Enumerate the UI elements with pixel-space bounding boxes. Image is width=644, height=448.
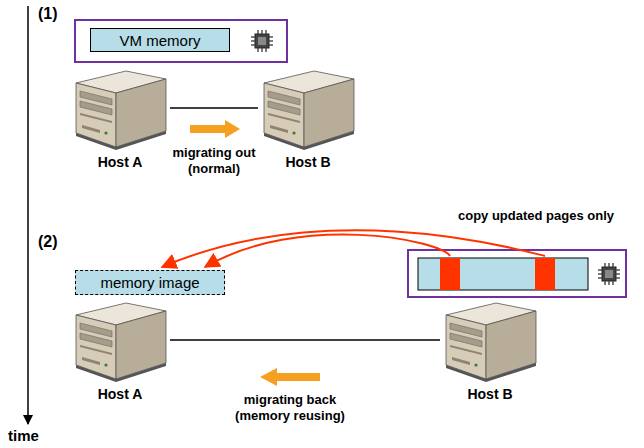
host-node: Host B <box>440 300 540 404</box>
host-node: Host A <box>70 68 170 172</box>
copy-label: copy updated pages only <box>420 208 614 224</box>
migration-label: migrating back (memory reusing) <box>225 392 355 423</box>
memory-image-box: memory image <box>75 270 225 295</box>
host-computer <box>76 303 166 382</box>
step-number: (2) <box>38 232 78 251</box>
migration-arrow <box>260 368 320 386</box>
host-label: Host B <box>258 154 358 170</box>
host-node: Host A <box>70 300 170 404</box>
host-computer <box>264 71 354 150</box>
host-node: Host B <box>258 68 358 172</box>
vm-outline <box>408 250 626 297</box>
host-label: Host A <box>70 386 170 402</box>
host-computer <box>446 303 536 382</box>
vm-memory <box>418 258 588 290</box>
migration-arrow <box>190 120 240 138</box>
copy-arrow <box>205 235 450 267</box>
vm-outline <box>75 20 287 62</box>
box-label: memory image <box>100 274 199 291</box>
network-link <box>170 107 258 109</box>
migration-label: migrating out (normal) <box>154 145 274 176</box>
time-label: time <box>8 427 58 445</box>
step-number: (1) <box>38 4 78 23</box>
time-axis <box>27 6 29 424</box>
box-label: VM memory <box>120 32 201 49</box>
updated-page <box>440 258 460 290</box>
copy-arrow <box>162 230 545 267</box>
updated-page <box>535 258 555 290</box>
memory-box: VM memory <box>90 28 230 52</box>
host-label: Host B <box>440 386 540 402</box>
network-link <box>170 339 440 341</box>
host-computer <box>76 71 166 150</box>
cpu-icon <box>598 263 620 285</box>
cpu-icon <box>251 30 273 52</box>
host-label: Host A <box>70 154 170 170</box>
